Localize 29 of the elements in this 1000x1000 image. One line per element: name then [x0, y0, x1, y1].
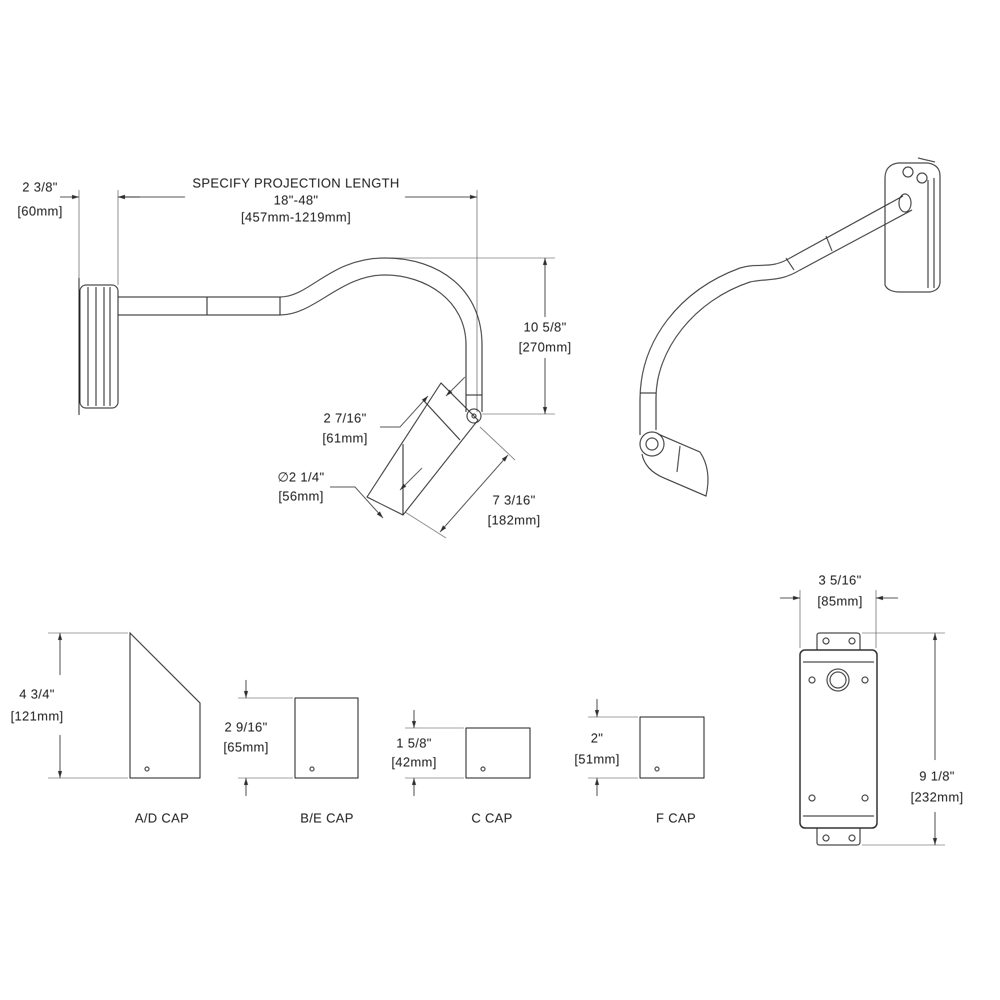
dimension-text: SPECIFY PROJECTION LENGTH: [192, 176, 400, 190]
dimension-text: ∅2 1/4": [278, 470, 324, 484]
dimension-text: A/D CAP: [134, 812, 190, 824]
dimension-text: 10 5/8": [523, 320, 567, 334]
dimension-text: [85mm]: [817, 594, 863, 608]
dimension-text: 18"-48": [274, 194, 318, 206]
dimension-text: [61mm]: [322, 432, 368, 444]
dimension-text: 9 1/8": [919, 770, 955, 782]
dimension-text: [42mm]: [391, 756, 437, 768]
dimension-text: C CAP: [471, 812, 513, 824]
dimension-text: 3 5/16": [818, 574, 862, 586]
dimension-text: 1 5/8": [396, 736, 432, 750]
dimension-text: [232mm]: [910, 790, 964, 804]
dimension-text: 2 9/16": [224, 720, 268, 734]
dimension-text: [65mm]: [223, 740, 269, 754]
dimension-text: 2": [590, 732, 604, 744]
dimension-text: [121mm]: [10, 710, 64, 722]
dimension-text: [56mm]: [278, 490, 324, 502]
dimension-text: F CAP: [656, 812, 696, 824]
dimension-text: [182mm]: [488, 514, 540, 526]
dimension-text: B/E CAP: [300, 812, 354, 824]
dimension-text: [457mm-1219mm]: [240, 210, 352, 224]
dimension-text: 2 7/16": [323, 412, 367, 424]
dimension-text: 4 3/4": [19, 688, 55, 700]
dimension-text: [270mm]: [518, 340, 572, 354]
dimension-text: 2 3/8": [22, 180, 58, 194]
dimension-text: [51mm]: [574, 752, 620, 766]
dimension-text: 7 3/16": [492, 494, 536, 506]
dimension-text: [60mm]: [17, 204, 63, 218]
